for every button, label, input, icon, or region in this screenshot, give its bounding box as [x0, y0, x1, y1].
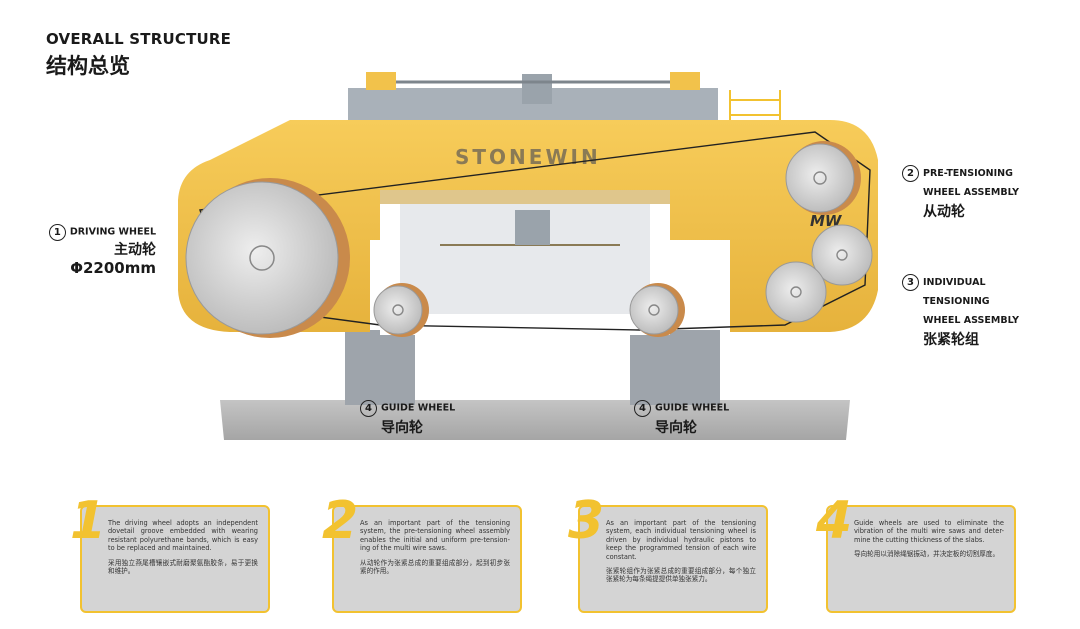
- card-text-cn: 采用独立燕尾槽镶嵌式耐磨聚氨酯胶条，易于更换和维护。: [108, 558, 258, 576]
- tensioning-wheels-graphic: [765, 224, 873, 323]
- description-card-3: 3 As an important part of the tensioning…: [568, 495, 768, 613]
- card-text-en: As an important part of the tensioning s…: [606, 519, 756, 561]
- callout-cn: 张紧轮组: [923, 332, 979, 348]
- card-text-cn: 导向轮用以消除绳锯振动，并决定板的切割厚度。: [854, 550, 1000, 559]
- base-slab: [220, 400, 850, 440]
- top-motor-right: [670, 72, 700, 90]
- callout-en-line3: WHEEL ASSEMBLY: [923, 314, 1020, 326]
- callout-guide-wheel-right: 4 GUIDE WHEEL 导向轮: [634, 398, 729, 437]
- callout-en-line2: TENSIONING: [923, 295, 990, 307]
- callout-spec: Φ2200mm: [70, 259, 156, 277]
- callout-number: 1: [48, 224, 66, 241]
- card-text-cn: 从动轮作为张紧总成的重要组成部分，起到初步张紧的作用。: [360, 558, 510, 576]
- driving-wheel-graphic: [185, 178, 350, 338]
- card-text-cn: 张紧轮组作为张紧总成的重要组成部分，每个独立张紧轮为每条绳提提供单独张紧力。: [606, 567, 756, 584]
- description-card-2: 2 As an important part of the tensioning…: [322, 495, 522, 613]
- machine-illustration: STONEWIN MW: [178, 72, 878, 440]
- callout-number: 3: [902, 274, 919, 291]
- callout-cn: 导向轮: [655, 420, 697, 436]
- brand-text: STONEWIN: [455, 145, 601, 169]
- description-card-4: 4 Guide wheels are used to eliminate the…: [816, 495, 1016, 613]
- description-card-1: 1 The driving wheel adopts an independen…: [70, 495, 270, 613]
- callout-individual-tensioning: 3 INDIVIDUAL TENSIONING WHEEL ASSEMBLY 张…: [902, 272, 1052, 349]
- card-text-en: As an important part of the tensioning s…: [360, 519, 510, 553]
- page-title-cn: 结构总览: [46, 54, 130, 78]
- top-motor-left: [366, 72, 396, 90]
- callout-cn: 主动轮: [114, 242, 156, 258]
- callout-guide-wheel-left: 4 GUIDE WHEEL 导向轮: [360, 398, 455, 437]
- callout-en-line1: INDIVIDUAL: [923, 276, 986, 288]
- card-number: 4: [816, 491, 853, 551]
- pre-tensioning-wheel-graphic: [785, 141, 861, 215]
- card-text-en: The driving wheel adopts an independent …: [108, 519, 258, 553]
- callout-en-line1: PRE-TENSIONING: [923, 167, 1013, 179]
- card-number: 2: [322, 491, 359, 551]
- left-pedestal: [345, 330, 415, 405]
- callout-number: 4: [360, 400, 377, 417]
- callout-en: GUIDE WHEEL: [381, 402, 456, 414]
- card-number: 1: [70, 491, 107, 551]
- callout-pre-tensioning: 2 PRE-TENSIONING WHEEL ASSEMBLY 从动轮: [902, 163, 1042, 221]
- callout-cn: 从动轮: [923, 204, 965, 220]
- card-text-en: Guide wheels are used to eliminate the v…: [854, 519, 1004, 544]
- card-number: 3: [568, 491, 605, 551]
- callout-number: 2: [902, 165, 919, 182]
- page-title-en: OVERALL STRUCTURE: [46, 30, 232, 48]
- callout-en: GUIDE WHEEL: [655, 402, 730, 414]
- callout-number: 4: [634, 400, 651, 417]
- callout-en-line2: WHEEL ASSEMBLY: [923, 186, 1020, 198]
- callout-cn: 导向轮: [381, 420, 423, 436]
- right-pedestal: [630, 330, 720, 405]
- guide-wheels-graphic: [373, 283, 685, 337]
- callout-en: DRIVING WHEEL: [69, 226, 156, 238]
